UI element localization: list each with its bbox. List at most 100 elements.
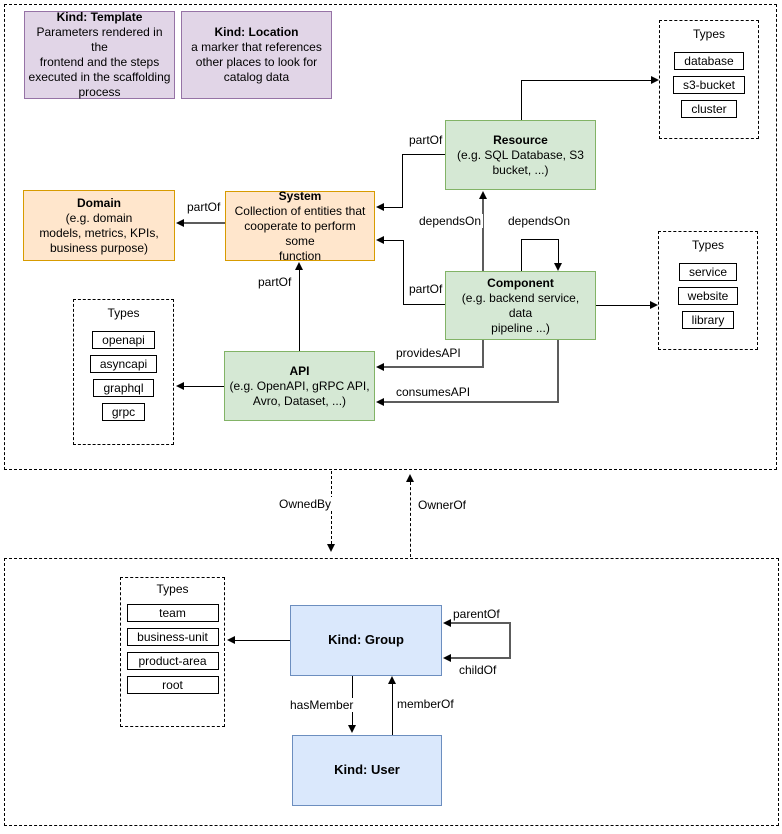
type-item: cluster: [681, 100, 737, 118]
type-item: service: [678, 263, 737, 281]
edge-label-memberof: memberOf: [395, 697, 456, 711]
edge-resource-types-line: [521, 80, 522, 120]
edge-component-system-line: [403, 304, 445, 305]
org-section-boundary: [4, 558, 779, 826]
node-component: Component (e.g. backend service, data pi…: [445, 271, 596, 340]
node-body: (e.g. SQL Database, S3 bucket, ...): [457, 147, 584, 177]
arrowhead-icon: [650, 301, 658, 309]
node-system: System Collection of entities that coope…: [225, 188, 375, 263]
type-item: website: [677, 287, 739, 305]
type-item: team: [126, 604, 219, 622]
edge-label-dependson: dependsOn: [417, 214, 484, 228]
edge-label-parentof: parentOf: [451, 607, 502, 621]
typebox-resource-types: Types database s3-bucket cluster: [659, 20, 759, 139]
edge-label-consumesapi: consumesAPI: [394, 385, 473, 399]
edge-consumesapi-line: [384, 401, 559, 403]
node-title: Resource: [493, 132, 548, 147]
edge-api-system-line: [299, 270, 300, 351]
type-item: root: [126, 676, 219, 694]
edge-component-types-line: [596, 305, 650, 306]
edge-resource-types-line: [521, 80, 651, 81]
edge-api-types-line: [184, 386, 224, 387]
arrowhead-icon: [443, 619, 451, 627]
typebox-api-types: Types openapi asyncapi graphql grpc: [73, 299, 174, 445]
typebox-title: Types: [156, 582, 189, 596]
arrowhead-icon: [227, 636, 235, 644]
typebox-title: Types: [107, 306, 140, 320]
arrowhead-icon: [388, 676, 396, 684]
type-item: business-unit: [126, 628, 219, 646]
edge-group-self-line: [451, 657, 511, 659]
arrowhead-icon: [376, 363, 384, 371]
edge-group-self-line: [451, 622, 511, 624]
arrowhead-icon: [295, 262, 303, 270]
type-item: asyncapi: [89, 355, 158, 373]
edge-providesapi-line: [482, 340, 484, 368]
edge-label-partof: partOf: [407, 133, 445, 147]
node-resource: Resource (e.g. SQL Database, S3 bucket, …: [445, 120, 596, 190]
edge-component-self-line: [558, 239, 559, 263]
catalog-section-boundary: [4, 4, 777, 470]
edge-system-domain-line: [184, 222, 225, 224]
edge-component-self-line: [521, 239, 558, 240]
node-title: Kind: Group: [328, 632, 404, 648]
edge-ownerof-line: [410, 482, 411, 557]
edge-component-system-line: [403, 240, 404, 304]
node-body: a marker that references other places to…: [191, 40, 322, 84]
edge-label-hasmember: hasMember: [288, 698, 356, 712]
edge-group-types-line: [235, 640, 290, 641]
typebox-title: Types: [692, 27, 725, 41]
edge-label-providesapi: providesAPI: [394, 346, 463, 360]
typebox-component-types: Types service website library: [658, 231, 758, 350]
arrowhead-icon: [176, 219, 184, 227]
node-title: System: [278, 188, 322, 203]
edge-label-ownedby: OwnedBy: [277, 497, 334, 511]
node-body: Parameters rendered in the frontend and …: [28, 25, 171, 99]
node-kind-user: Kind: User: [292, 735, 442, 806]
edge-component-self-line: [521, 239, 522, 271]
edge-providesapi-line: [384, 366, 484, 368]
edge-resource-system-line: [402, 154, 403, 207]
node-title: Kind: Location: [214, 25, 299, 39]
edge-label-ownerof: OwnerOf: [416, 498, 469, 512]
edge-label-partof: partOf: [256, 275, 294, 289]
arrowhead-icon: [376, 203, 384, 211]
node-body: Collection of entities that cooperate to…: [234, 203, 366, 263]
arrowhead-icon: [406, 474, 414, 482]
arrowhead-icon: [554, 263, 562, 271]
edge-resource-system-line: [402, 154, 445, 155]
node-body: (e.g. OpenAPI, gRPC API, Avro, Dataset, …: [229, 378, 370, 408]
arrowhead-icon: [176, 382, 184, 390]
arrowhead-icon: [443, 654, 451, 662]
arrowhead-icon: [376, 398, 384, 406]
node-body: (e.g. domain models, metrics, KPIs, busi…: [39, 210, 159, 255]
edge-component-system-line: [384, 240, 403, 241]
type-item: library: [681, 311, 735, 329]
edge-memberof-line: [392, 684, 393, 735]
edge-group-self-line: [509, 622, 511, 659]
arrowhead-icon: [327, 544, 335, 552]
type-item: openapi: [92, 331, 155, 349]
edge-consumesapi-line: [557, 340, 559, 403]
edge-label-dependson: dependsOn: [506, 214, 573, 228]
arrowhead-icon: [479, 191, 487, 199]
type-item: graphql: [93, 379, 154, 397]
type-item: s3-bucket: [672, 76, 746, 94]
node-body: (e.g. backend service, data pipeline ...…: [461, 290, 580, 335]
type-item: product-area: [126, 652, 219, 670]
edge-label-partof: partOf: [185, 200, 223, 214]
arrowhead-icon: [348, 725, 356, 733]
node-domain: Domain (e.g. domain models, metrics, KPI…: [23, 190, 175, 261]
edge-label-partof: partOf: [407, 282, 445, 296]
node-api: API (e.g. OpenAPI, gRPC API, Avro, Datas…: [224, 351, 375, 421]
edge-component-resource-line: [482, 199, 484, 271]
node-kind-template: Kind: Template Parameters rendered in th…: [24, 10, 175, 99]
edge-label-childof: childOf: [457, 663, 499, 677]
node-title: Kind: Template: [56, 10, 143, 24]
node-title: API: [289, 363, 310, 378]
node-title: Kind: User: [334, 762, 400, 778]
typebox-title: Types: [691, 238, 724, 252]
node-title: Domain: [76, 195, 121, 210]
arrowhead-icon: [376, 236, 384, 244]
